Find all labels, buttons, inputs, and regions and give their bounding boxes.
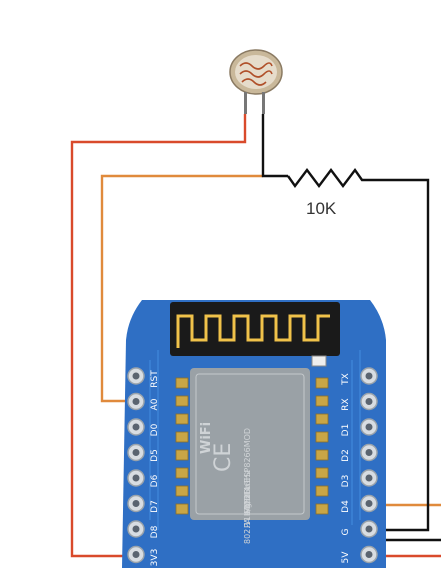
pin-label-d6: D6 — [150, 474, 160, 487]
pin-label-a0: A0 — [150, 398, 160, 410]
photoresistor — [229, 49, 283, 114]
header-pin-d2 — [360, 443, 378, 462]
esp8266-module: WiFi CE MODEL ESP8266MOD ISM 2.4GHz PA +… — [190, 368, 310, 544]
header-pin-3v3 — [127, 545, 145, 564]
pin-label-5v: 5V — [341, 551, 351, 564]
pin-label-d7: D7 — [150, 500, 160, 513]
chip-pad — [175, 413, 189, 425]
pin-label-rx: RX — [341, 398, 351, 410]
pin-label-3v3: 3V3 — [150, 549, 160, 567]
pin-label-d8: D8 — [150, 525, 160, 538]
header-pin-rst — [127, 367, 145, 385]
pin-label-d1: D1 — [341, 424, 351, 437]
header-pin-d0 — [127, 418, 145, 436]
module-cert: ISM 2.4GHz — [243, 470, 252, 516]
header-pin-tx — [360, 367, 378, 385]
chip-pads — [175, 377, 329, 515]
module-power: PA +25dBm — [243, 480, 252, 528]
pin-label-g: G — [341, 528, 351, 535]
pin-label-d2: D2 — [341, 449, 351, 462]
chip-pad — [315, 503, 329, 515]
chip-pad — [315, 449, 329, 461]
wemos-d1-mini-board: WiFi CE MODEL ESP8266MOD ISM 2.4GHz PA +… — [122, 300, 386, 568]
wire-red-3v3 — [70, 114, 441, 558]
header-pin-rx — [360, 392, 378, 411]
chip-pad — [315, 467, 329, 479]
chip-pad — [315, 413, 329, 425]
header-pin-d3 — [360, 469, 378, 487]
resistor: 10K — [287, 167, 368, 218]
header-pin-g — [360, 520, 378, 538]
module-standard: 802.11b/g/n — [243, 495, 252, 544]
chip-pad — [175, 377, 189, 389]
resistor-label: 10K — [306, 199, 337, 218]
chip-pad — [175, 395, 189, 407]
chip-pad — [175, 485, 189, 497]
chip-pad — [175, 431, 189, 443]
chip-pad — [175, 449, 189, 461]
pin-label-rst: RST — [150, 370, 160, 388]
module-brand: WiFi — [199, 422, 214, 454]
header-pin-d1 — [360, 418, 378, 436]
chip-pad — [175, 503, 189, 515]
chip-pad — [175, 467, 189, 479]
chip-pad — [315, 377, 329, 389]
pcb-traces — [149, 350, 361, 530]
pin-label-d5: D5 — [150, 449, 160, 462]
pin-label-tx: TX — [341, 373, 351, 386]
module-ce-mark: CE — [211, 443, 236, 472]
smd-led — [311, 355, 327, 367]
pin-label-d3: D3 — [341, 475, 351, 488]
chip-pad — [315, 395, 329, 407]
pin-label-d4: D4 — [341, 500, 351, 513]
pin-label-d0: D0 — [150, 423, 160, 436]
header-pin-d7 — [127, 494, 145, 513]
chip-pad — [315, 485, 329, 497]
header-pin-5v — [360, 545, 378, 564]
header-pin-d4 — [360, 494, 378, 513]
module-model: MODEL ESP8266MOD — [243, 428, 252, 514]
header-pin-a0 — [127, 392, 145, 411]
chip-pad — [315, 431, 329, 443]
header-pin-d6 — [127, 469, 145, 487]
header-pin-d8 — [127, 520, 145, 538]
wifi-antenna — [170, 302, 340, 356]
header-pin-d5 — [127, 443, 145, 462]
